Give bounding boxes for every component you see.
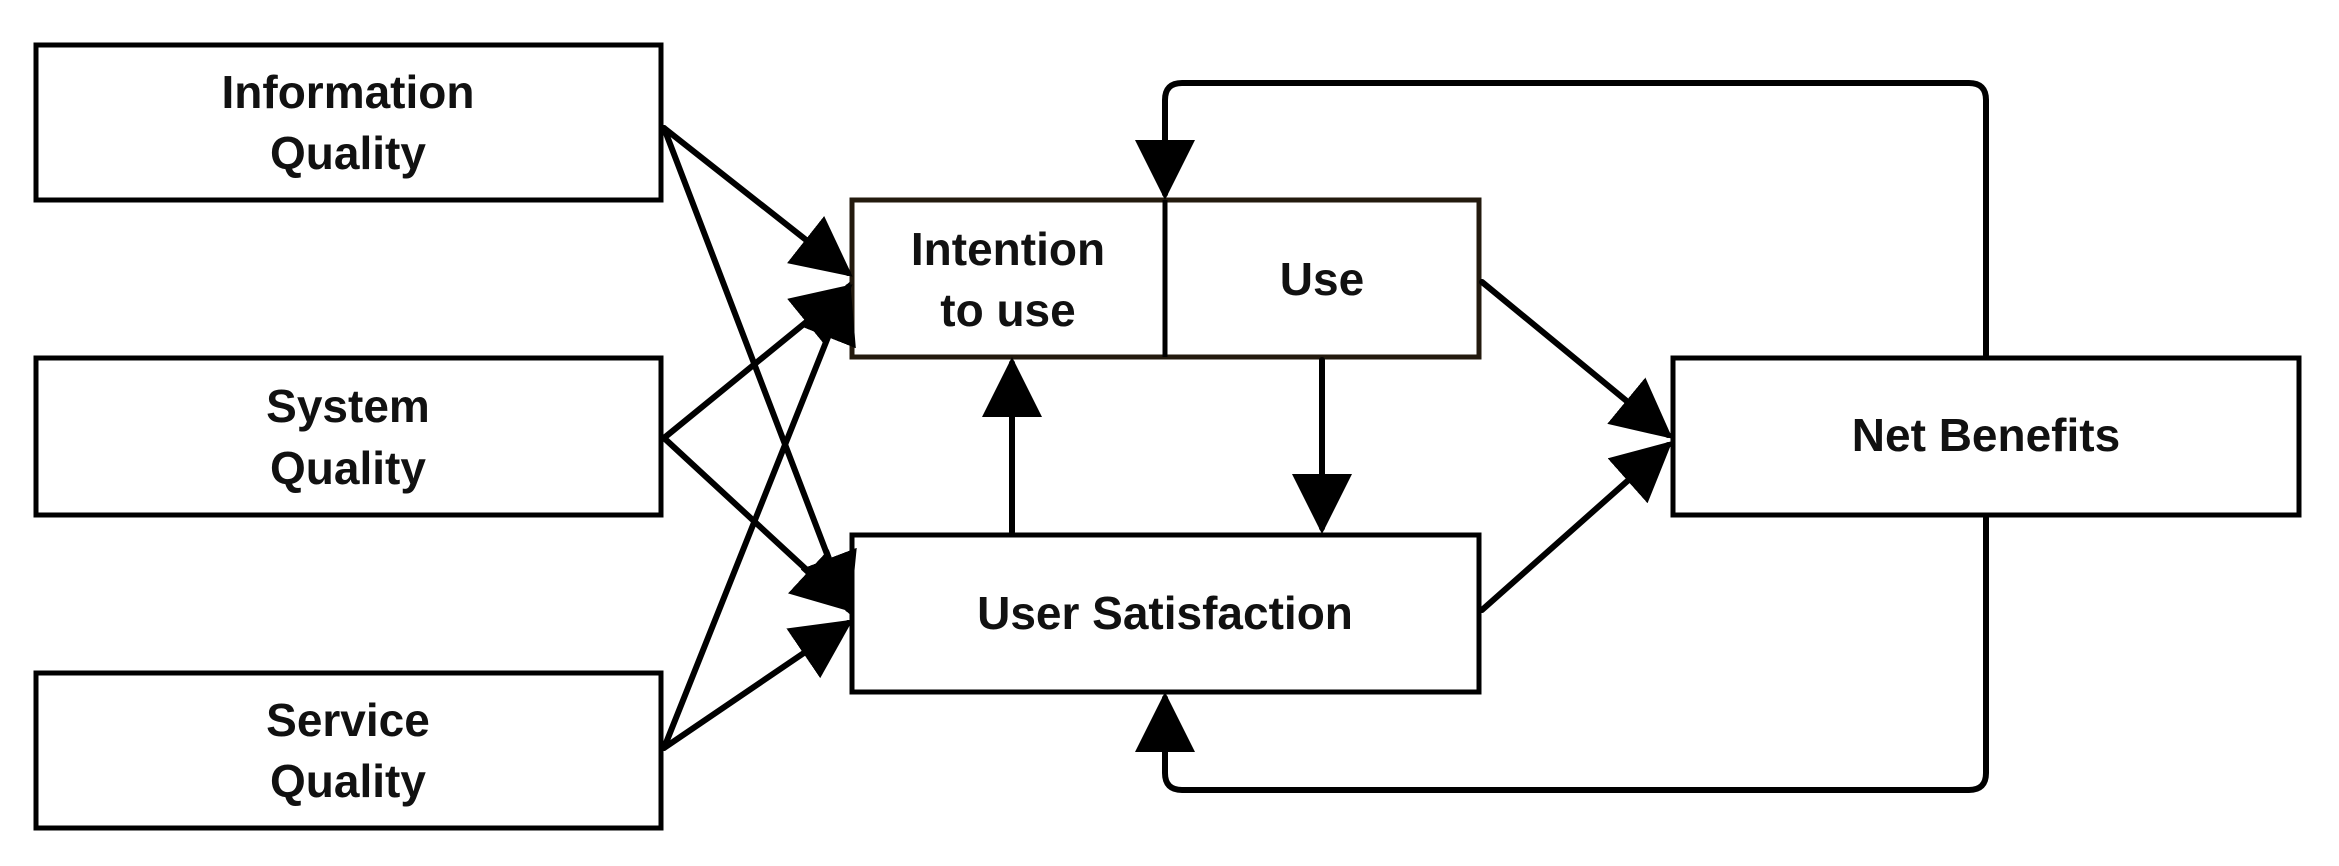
node-intention-use: Intention to use Use xyxy=(849,197,1482,360)
node-service-quality: Service Quality xyxy=(33,670,664,831)
arrow-service-to-intention xyxy=(661,281,856,751)
net-benefits-box xyxy=(1670,355,2302,518)
system-quality-box xyxy=(33,355,664,518)
information-quality-label-line1: Information xyxy=(222,66,475,118)
net-benefits-label: Net Benefits xyxy=(1852,409,2120,461)
arrow-information-to-satisfaction xyxy=(661,125,857,615)
information-quality-label-line2: Quality xyxy=(270,127,426,179)
arrow-net-benefits-to-satisfaction-feedback xyxy=(1135,515,1989,793)
information-quality-box xyxy=(33,42,664,203)
use-label: Use xyxy=(1280,253,1364,305)
system-quality-label-line2: Quality xyxy=(270,442,426,494)
node-user-satisfaction: User Satisfaction xyxy=(849,532,1482,695)
service-quality-label-line1: Service xyxy=(266,694,430,746)
arrow-information-to-intention xyxy=(661,125,853,277)
system-quality-label-line1: System xyxy=(266,380,430,432)
arrow-net-benefits-to-use-feedback xyxy=(1135,80,1989,358)
service-quality-box xyxy=(33,670,664,831)
node-system-quality: System Quality xyxy=(33,355,664,518)
user-satisfaction-label: User Satisfaction xyxy=(977,587,1353,639)
node-net-benefits: Net Benefits xyxy=(1670,355,2302,518)
arrow-use-to-net-benefits xyxy=(1479,279,1673,439)
intention-to-use-label-line1: Intention xyxy=(911,223,1105,275)
intention-to-use-label-line2: to use xyxy=(940,284,1075,336)
arrow-satisfaction-to-net-benefits xyxy=(1479,441,1673,613)
node-information-quality: Information Quality xyxy=(33,42,664,203)
arrow-service-to-satisfaction xyxy=(661,619,853,751)
service-quality-label-line2: Quality xyxy=(270,755,426,807)
